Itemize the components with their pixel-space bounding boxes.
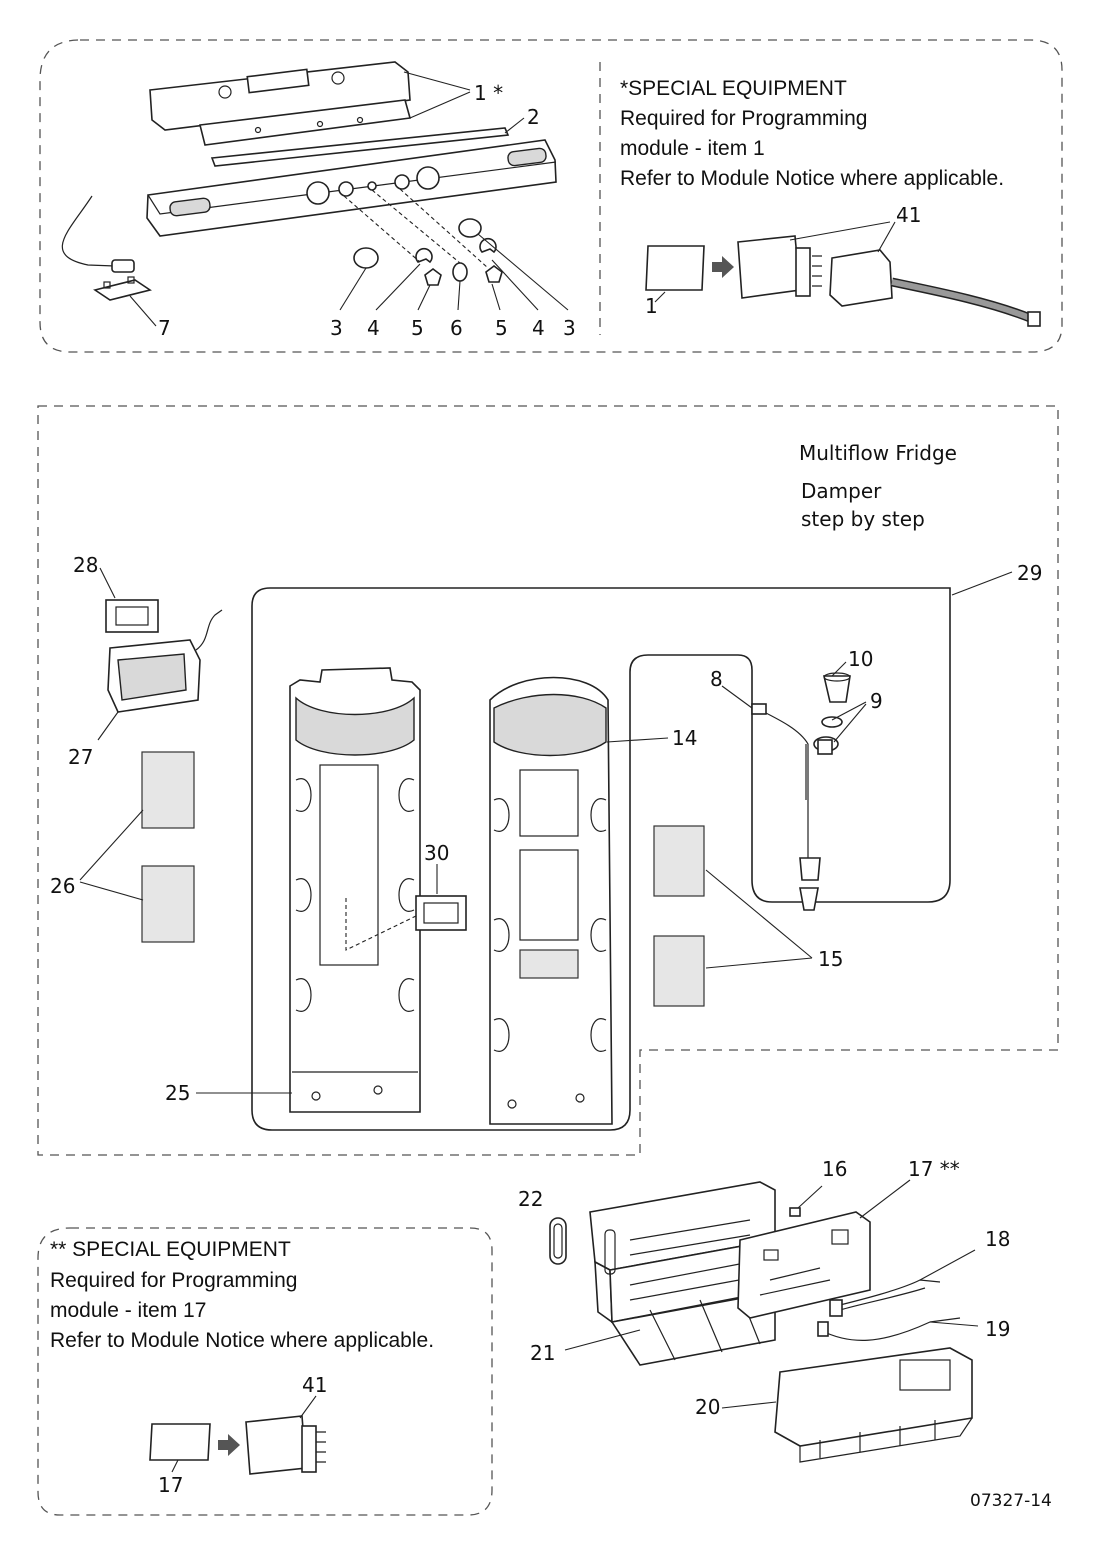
arrow-icon-2 [218, 1434, 240, 1456]
special-equipment-note-1: *SPECIAL EQUIPMENT Required for Programm… [620, 77, 1004, 190]
label-14: 14 [672, 726, 697, 750]
label-21: 21 [530, 1341, 555, 1365]
item-30-frame [345, 864, 467, 951]
item-28-frame [99, 567, 159, 633]
pad-26-a [141, 751, 195, 829]
label-41-bottom: 41 [302, 1373, 327, 1397]
note-2-line-4: Refer to Module Notice where applicable. [50, 1329, 434, 1352]
label-5b: 5 [495, 316, 508, 340]
note-1-line-3: module - item 1 [620, 137, 765, 160]
bottom-panel: ** SPECIAL EQUIPMENT Required for Progra… [37, 1157, 1052, 1516]
pad-15-b [653, 935, 705, 1007]
label-18: 18 [985, 1227, 1010, 1251]
label-9: 9 [870, 689, 883, 713]
item-20-cover [721, 1347, 973, 1463]
knobs [353, 218, 503, 286]
label-15: 15 [818, 947, 843, 971]
pad-26-b [141, 865, 195, 943]
label-27: 27 [68, 745, 93, 769]
item-27-housing [97, 609, 223, 741]
label-1-kit: 1 [645, 294, 658, 318]
label-2: 2 [527, 105, 540, 129]
middle-panel: Multiflow Fridge Damper step by step 29 … [37, 405, 1059, 1156]
item-21-housing [564, 1181, 779, 1366]
items-18-19-harness [817, 1249, 979, 1342]
note-2-line-1: ** SPECIAL EQUIPMENT [50, 1238, 291, 1261]
label-3a: 3 [330, 316, 343, 340]
trim-strip [210, 127, 510, 167]
arrow-icon [712, 256, 734, 278]
note-2-line-3: module - item 17 [50, 1299, 206, 1322]
label-29: 29 [1017, 561, 1042, 585]
label-20: 20 [695, 1395, 720, 1419]
top-panel: 1 * 2 3 4 5 6 5 4 3 7 *SPECIAL EQUIPMENT… [39, 39, 1063, 353]
label-3b: 3 [563, 316, 576, 340]
item-7-sensor [61, 195, 152, 301]
note-2-line-2: Required for Programming [50, 1269, 297, 1292]
item-17-board [737, 1179, 911, 1319]
label-41-top: 41 [896, 203, 921, 227]
top-leaders [129, 71, 569, 327]
note-1-line-1: *SPECIAL EQUIPMENT [620, 77, 847, 100]
duct-14 [489, 676, 669, 1125]
programmer-kit-1 [645, 221, 1041, 327]
label-16: 16 [822, 1157, 847, 1181]
label-17-kit: 17 [158, 1473, 183, 1497]
multiflow-title-line-2: Damper [801, 479, 882, 503]
label-4a: 4 [367, 316, 380, 340]
note-1-line-2: Required for Programming [620, 107, 867, 130]
programmer-kit-2 [149, 1395, 326, 1475]
label-4b: 4 [532, 316, 545, 340]
label-28: 28 [73, 553, 98, 577]
control-panel-housing [146, 139, 557, 237]
label-5a: 5 [411, 316, 424, 340]
note-1-line-4: Refer to Module Notice where applicable. [620, 167, 1004, 190]
label-25: 25 [165, 1081, 190, 1105]
label-19: 19 [985, 1317, 1010, 1341]
lamp-assembly [721, 661, 867, 911]
multiflow-title-line-1: Multiflow Fridge [799, 441, 957, 465]
label-26: 26 [50, 874, 75, 898]
label-8: 8 [710, 667, 723, 691]
control-board-top [149, 61, 411, 131]
label-30: 30 [424, 841, 449, 865]
figure-code: 07327-14 [970, 1491, 1052, 1511]
special-equipment-note-2: ** SPECIAL EQUIPMENT Required for Progra… [50, 1238, 434, 1352]
label-6: 6 [450, 316, 463, 340]
label-10: 10 [848, 647, 873, 671]
label-22: 22 [518, 1187, 543, 1211]
label-1-star: 1 * [474, 81, 503, 105]
multiflow-title-line-3: step by step [801, 507, 925, 531]
item-22-clip [549, 1217, 567, 1265]
label-17-star: 17 ** [908, 1157, 960, 1181]
label-7: 7 [158, 316, 171, 340]
duct-25 [196, 667, 421, 1113]
pad-15-a [653, 825, 705, 897]
